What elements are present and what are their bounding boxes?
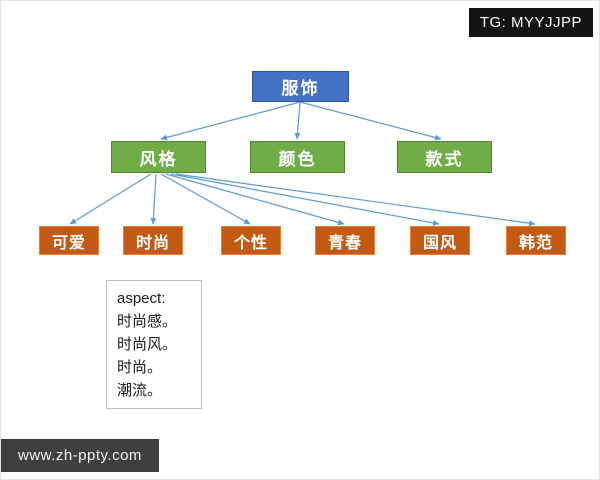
node-national: 国风 [410,226,470,255]
node-color: 颜色 [250,141,345,173]
node-cute: 可爱 [39,226,99,255]
node-root-clothing: 服饰 [252,71,349,102]
note-line: 时尚风。 [117,336,178,353]
node-youthful: 青春 [315,226,375,255]
aspect-note: aspect: 时尚感。 时尚风。 时尚。 潮流。 [106,280,202,409]
node-individual: 个性 [221,226,281,255]
tg-badge: TG: MYYJJPP [468,8,593,37]
note-line: 潮流。 [117,382,163,399]
watermark-badge: www.zh-ppty.com [1,439,159,472]
note-line: 时尚。 [117,359,163,376]
node-pattern: 款式 [397,141,492,173]
node-korean: 韩范 [506,226,566,255]
node-fashionable: 时尚 [123,226,183,255]
node-style: 风格 [111,141,206,173]
note-line: 时尚感。 [117,313,178,330]
note-line: aspect: [117,290,166,307]
